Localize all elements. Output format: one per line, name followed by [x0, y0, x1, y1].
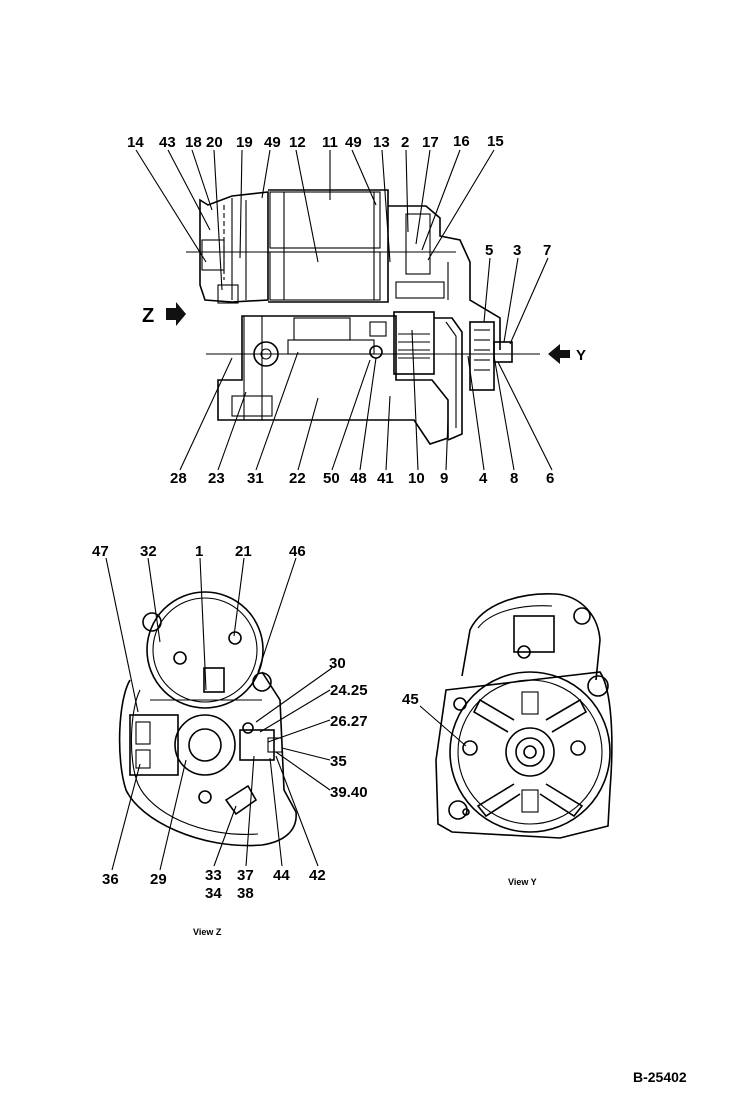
- callout-7: 7: [543, 242, 551, 259]
- callout-13: 13: [373, 134, 390, 151]
- callout-12: 12: [289, 134, 306, 151]
- callout-4: 4: [479, 470, 488, 487]
- callout-34: 34: [205, 885, 222, 902]
- callout-35: 35: [330, 753, 347, 770]
- view-y-caption: View Y: [508, 877, 537, 887]
- view-y-leaders: [419, 705, 467, 747]
- callout-43: 43: [159, 134, 176, 151]
- callout-45: 45: [402, 691, 419, 708]
- view-z-leaders: [105, 557, 333, 871]
- callout-9: 9: [440, 470, 448, 487]
- callout-18: 18: [185, 134, 202, 151]
- callout-8: 8: [510, 470, 518, 487]
- view-y-drawing: [435, 593, 613, 839]
- callout-16: 16: [453, 133, 470, 150]
- callout-42: 42: [309, 867, 326, 884]
- callout-30: 30: [329, 655, 346, 672]
- callout-19: 19: [236, 134, 253, 151]
- callout-14: 14: [127, 134, 144, 151]
- callout-47: 47: [92, 543, 109, 560]
- callout-44: 44: [273, 867, 290, 884]
- view-z-label: Z: [142, 305, 154, 327]
- callout-6: 6: [546, 470, 554, 487]
- callout-33: 33: [205, 867, 222, 884]
- view-z-callouts: 47 32 1 21 46 30 24.25 26.27 35 39.40 36…: [92, 543, 368, 902]
- callout-1: 1: [195, 543, 203, 560]
- callout-49: 49: [264, 134, 281, 151]
- callout-24-25: 24.25: [330, 682, 368, 699]
- callout-36: 36: [102, 871, 119, 888]
- callout-29: 29: [150, 871, 167, 888]
- starter-side-view: [186, 189, 540, 445]
- callout-46: 46: [289, 543, 306, 560]
- callout-49b: 49: [345, 134, 362, 151]
- view-y-label: Y: [576, 347, 586, 364]
- callout-39-40: 39.40: [330, 784, 368, 801]
- view-z-caption: View Z: [193, 927, 222, 937]
- callout-21: 21: [235, 543, 252, 560]
- callout-37: 37: [237, 867, 254, 884]
- callout-15: 15: [487, 133, 504, 150]
- view-z-drawing: [118, 591, 297, 847]
- callout-22: 22: [289, 470, 306, 487]
- callout-38: 38: [237, 885, 254, 902]
- callout-17: 17: [422, 134, 439, 151]
- callout-32: 32: [140, 543, 157, 560]
- callout-31: 31: [247, 470, 264, 487]
- callout-11: 11: [322, 134, 338, 151]
- callout-2: 2: [401, 134, 409, 151]
- side-view-callouts-right: 5 3 7: [485, 242, 551, 259]
- callout-41: 41: [377, 470, 394, 487]
- document-number: B-25402: [633, 1069, 687, 1085]
- side-view-callouts-top: 14 43 18 20 19 49 12 11 49 13 2 17 16 15: [127, 133, 504, 151]
- callout-10: 10: [408, 470, 425, 487]
- callout-26-27: 26.27: [330, 713, 368, 730]
- side-view-leaders: [135, 149, 553, 471]
- callout-23: 23: [208, 470, 225, 487]
- callout-5: 5: [485, 242, 493, 259]
- callout-28: 28: [170, 470, 187, 487]
- callout-48: 48: [350, 470, 367, 487]
- callout-3: 3: [513, 242, 521, 259]
- view-y-arrow: [548, 344, 570, 364]
- side-view-callouts-bottom: 28 23 31 22 50 48 41 10 9 4 8 6: [170, 470, 554, 487]
- callout-50: 50: [323, 470, 340, 487]
- callout-20: 20: [206, 134, 223, 151]
- view-z-arrow: [166, 302, 186, 326]
